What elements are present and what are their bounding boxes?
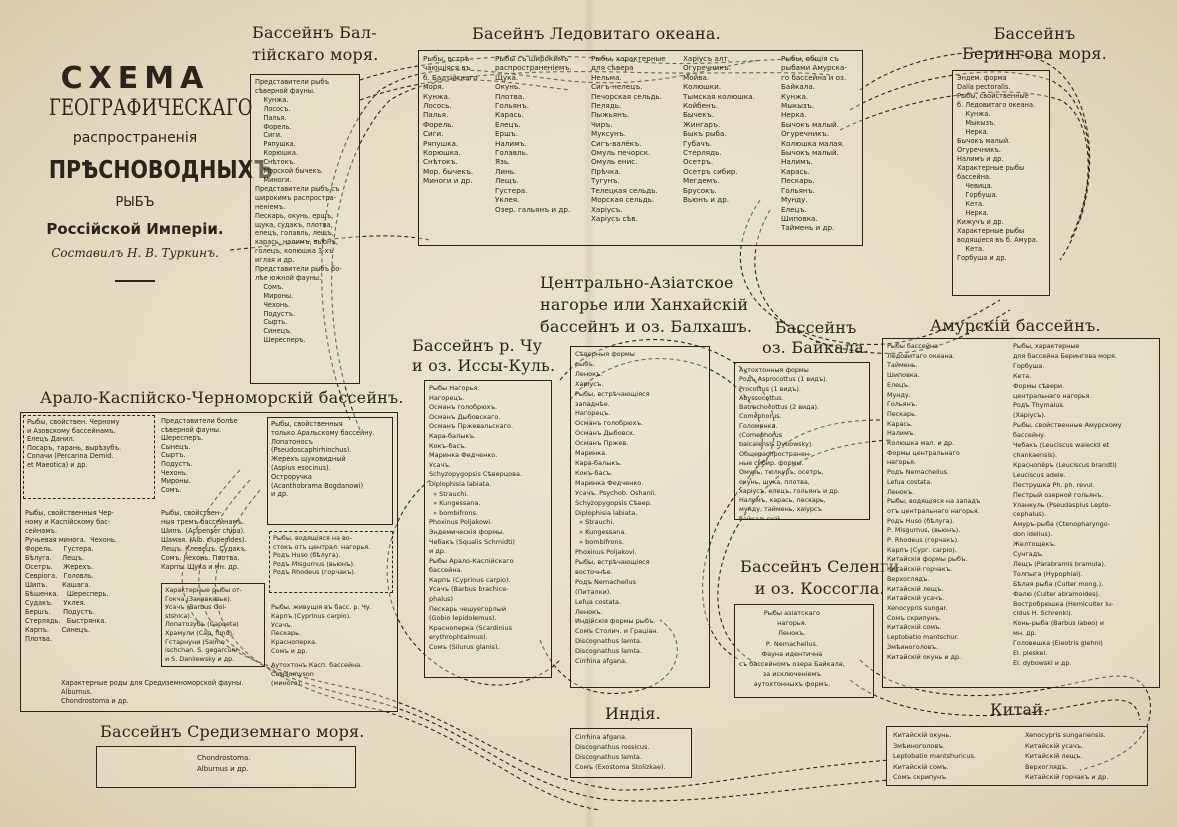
arctic-col-baltic: Рыбы, встрѣ- чающіяся въ б. Балтійскаго …	[423, 54, 478, 186]
aral-only-text: Рыбы, свойственныя только Аральскому бас…	[271, 420, 375, 499]
aral-caspiomyson-text: Аутохтонъ Касп. бассейна. Caspiomyson (м…	[271, 661, 363, 687]
aral-mediterranean-text: Характерные роды для Средиземноморской ф…	[61, 679, 244, 705]
india-box: Cirrhina afgana. Discognathus rossicus. …	[570, 728, 692, 778]
selenga-title: Бассейнъ Селенги и оз. Коссогла.	[740, 557, 900, 598]
china-box: Китайскій окунь. Змѣиноголовъ. Leptobati…	[886, 726, 1148, 786]
bering-box: Эндем. форма Dalia pectoralis. Рыбы, сво…	[952, 70, 1050, 296]
med-text: Chondrostoma. Alburnus и др.	[197, 754, 251, 773]
selenga-text: Рыбы азіатскаго нагорья. Ленокъ. Р. Nema…	[739, 609, 845, 689]
med-box: Chondrostoma. Alburnus и др.	[96, 746, 356, 788]
title-geographic: ГЕОГРАФИЧЕСКАГО	[48, 96, 253, 121]
central-text: Сѣверныя формы рыбъ. Ленокъ. Харіусъ. Ры…	[575, 350, 659, 666]
central-box: Сѣверныя формы рыбъ. Ленокъ. Харіусъ. Ры…	[570, 346, 710, 688]
aral-title: Арало-Каспійско-Черноморскій бассейнъ.	[40, 388, 404, 407]
arctic-col-north: Рыбы, характерные для сѣвера Нельма. Сиг…	[591, 54, 666, 223]
title-rule	[115, 280, 155, 282]
baltic-title: Бассейнъ Бал- тійскаго моря.	[252, 23, 379, 64]
chu-title: Бассейнъ р. Чу и оз. Иссы-Куль.	[412, 336, 556, 375]
bering-text: Эндем. форма Dalia pectoralis. Рыбы, сво…	[957, 74, 1038, 262]
india-title: Индія.	[605, 704, 661, 723]
title-fish: РЫБЪ	[115, 195, 155, 210]
chu-text: Рыбы Нагорья. Нагорецъ. Османъ голобрюхъ…	[429, 384, 523, 652]
title-scheme: СХЕМА	[60, 61, 210, 96]
med-title: Бассейнъ Средиземнаго моря.	[100, 722, 365, 741]
aral-sub-aral-only: Рыбы, свойственныя только Аральскому бас…	[267, 417, 393, 525]
aral-sub-east: Рыбы, водящіяся на во- стокъ отъ централ…	[269, 531, 393, 593]
arctic-col-amur: Рыбы, общія съ рыбами Амурска- го бассей…	[781, 54, 847, 233]
bering-title: Бассейнъ Берингова моря.	[962, 24, 1107, 63]
title-author: Составилъ Н. В. Туркинъ.	[51, 246, 219, 260]
aral-black-sea-text: Рыбы, свойствен. Черному и Азовскому бас…	[27, 418, 122, 469]
aral-three-text: Рыбы, свойствен- ныя тремъ бассейнамъ. Ш…	[161, 509, 248, 571]
arctic-col-wide: Рыбы съ широкимъ распространеніемъ. Щука…	[495, 54, 572, 214]
aral-gokcha-text: Характерные рыбы от- Гокча (Закавказье).…	[165, 586, 243, 663]
aral-chu-text: Рыбы, живущія въ басс. р. Чу. Карпъ (Cyp…	[271, 603, 372, 655]
india-text: Cirrhina afgana. Discognathus rossicus. …	[575, 733, 666, 771]
amur-box: Рыбы бассейна Ледовитаго океана. Таймень…	[882, 338, 1160, 688]
arctic-col-extra: Харіусъ алт. Огуречникъ. Мойва. Колюшки.…	[683, 54, 755, 205]
baltic-box: Представители рыбъ сѣверной фауны. Кунжа…	[250, 74, 360, 384]
baikal-title: Бассейнъ оз. Байкала.	[762, 318, 870, 357]
aral-east-text: Рыбы, водящіяся на во- стокъ отъ централ…	[273, 534, 371, 577]
china-left-text: Китайскій окунь. Змѣиноголовъ. Leptobati…	[893, 731, 976, 781]
title-freshwater: ПРѢСНОВОДНЫХЪ	[48, 155, 273, 184]
selenga-box: Рыбы азіатскаго нагорья. Ленокъ. Р. Nema…	[734, 604, 874, 698]
aral-caspian-text: Рыбы, свойственныя Чер- ному и Каспійско…	[25, 509, 117, 643]
amur-title: Амурскій бассейнъ.	[930, 316, 1101, 335]
amur-right-text: Рыбы, характерные для бассейна Берингова…	[1013, 342, 1122, 667]
chu-box: Рыбы Нагорья. Нагорецъ. Османъ голобрюхъ…	[424, 380, 552, 678]
aral-box: Рыбы, свойствен. Черному и Азовскому бас…	[20, 412, 398, 712]
baikal-box: Аутохтонныя формы Родъ Asprocottus (1 ви…	[734, 362, 870, 520]
aral-sub-gokcha: Характерные рыбы от- Гокча (Закавказье).…	[161, 583, 265, 667]
china-title: Китай.	[990, 700, 1049, 719]
central-title: Центрально-Азіатское нагорье или Ханхайс…	[540, 273, 753, 336]
aral-sub-black-sea: Рыбы, свойствен. Черному и Азовскому бас…	[23, 415, 155, 499]
amur-left-text: Рыбы бассейна Ледовитаго океана. Таймень…	[887, 342, 981, 661]
title-empire: Россійской Имперіи.	[46, 220, 224, 238]
main-title-block: СХЕМА ГЕОГРАФИЧЕСКАГО распространенія ПР…	[30, 61, 273, 282]
arctic-box: Рыбы, встрѣ- чающіяся въ б. Балтійскаго …	[418, 50, 863, 246]
title-distribution: распространенія	[72, 130, 198, 146]
china-right-text: Xenocypris sungariensis. Китайскій усачъ…	[1025, 731, 1109, 781]
baltic-text: Представители рыбъ сѣверной фауны. Кунжа…	[255, 78, 342, 345]
aral-northern-text: Представители болѣе сѣверной фауны. Шере…	[161, 417, 238, 494]
arctic-title: Басейнъ Ледовитаго океана.	[472, 24, 721, 43]
baikal-text: Аутохтонныя формы Родъ Asprocottus (1 ви…	[739, 366, 840, 520]
